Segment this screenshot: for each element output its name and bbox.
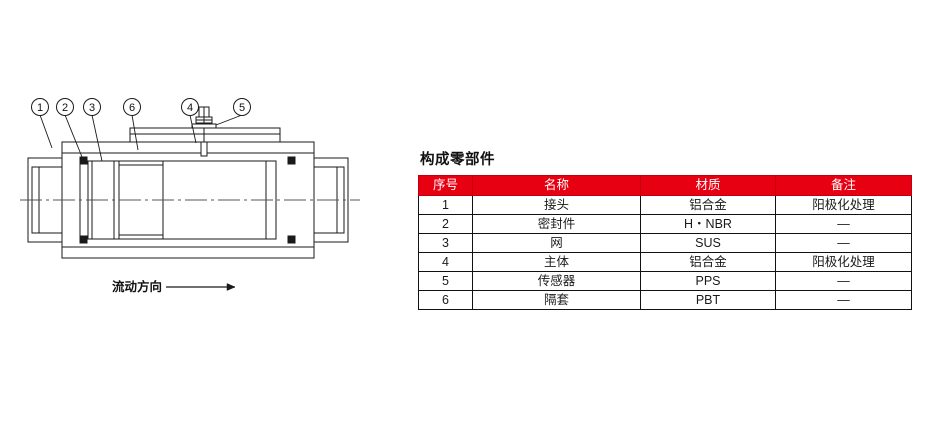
cell-no: 3 (418, 233, 473, 253)
gasket-top-right (287, 156, 296, 165)
column-header-note: 备注 (775, 175, 912, 196)
callout-label-4: 4 (187, 102, 193, 114)
cell-name: 接头 (472, 195, 641, 215)
leader-4 (189, 114, 197, 144)
gasket-bottom-left (79, 235, 88, 244)
table-row: 6 隔套 PBT — (418, 290, 912, 310)
column-header-name: 名称 (472, 175, 641, 196)
cell-no: 2 (418, 214, 473, 234)
cell-note: — (775, 214, 912, 234)
leader-6 (131, 114, 139, 151)
sensor-probe (200, 141, 208, 157)
callout-label-1: 1 (37, 102, 43, 114)
gasket-bottom-right (287, 235, 296, 244)
gasket-top-left (79, 156, 88, 165)
callout-circle-6 (123, 98, 141, 116)
cell-material: PPS (640, 271, 776, 291)
sensor-flange (191, 123, 217, 129)
table-row: 5 传感器 PPS — (418, 271, 912, 291)
cell-name: 传感器 (472, 271, 641, 291)
callout-circle-3 (83, 98, 101, 116)
cell-note: 阳极化处理 (775, 195, 912, 215)
parts-table: 序号 名称 材质 备注 1 接头 铝合金 阳极化处理 2 密封件 H・NBR — (418, 175, 912, 310)
table-header-row: 序号 名称 材质 备注 (418, 175, 912, 196)
leader-1 (39, 114, 53, 149)
cell-name: 隔套 (472, 290, 641, 310)
callout-label-6: 6 (129, 102, 135, 114)
table-row: 4 主体 铝合金 阳极化处理 (418, 252, 912, 272)
cell-note: — (775, 271, 912, 291)
callout-label-2: 2 (62, 102, 68, 114)
callout-label-3: 3 (89, 102, 95, 114)
leader-5 (215, 114, 243, 126)
callout-circle-5 (233, 98, 251, 116)
cell-material: H・NBR (640, 214, 776, 234)
cell-no: 1 (418, 195, 473, 215)
leader-2 (64, 114, 83, 158)
cell-no: 4 (418, 252, 473, 272)
flow-direction-arrow (166, 283, 236, 291)
cell-material: 铝合金 (640, 195, 776, 215)
callout-circle-1 (31, 98, 49, 116)
cell-no: 5 (418, 271, 473, 291)
parts-table-panel: 构成零部件 序号 名称 材质 备注 1 接头 铝合金 阳极化处理 (418, 148, 912, 310)
cell-material: 铝合金 (640, 252, 776, 272)
table-row: 2 密封件 H・NBR — (418, 214, 912, 234)
callout-label-5: 5 (239, 102, 245, 114)
cell-name: 网 (472, 233, 641, 253)
cell-no: 6 (418, 290, 473, 310)
flow-direction-label: 流动方向 (112, 279, 162, 294)
table-row: 3 网 SUS — (418, 233, 912, 253)
cell-name: 主体 (472, 252, 641, 272)
callout-leaders (39, 114, 243, 162)
cell-note: 阳极化处理 (775, 252, 912, 272)
table-row: 1 接头 铝合金 阳极化处理 (418, 195, 912, 215)
diagram-svg: 1 2 3 6 4 5 流动方向 (20, 98, 360, 294)
callout-group: 1 2 3 6 4 5 (31, 98, 251, 116)
parts-table-title: 构成零部件 (420, 152, 495, 168)
column-header-no: 序号 (418, 175, 473, 196)
cell-note: — (775, 233, 912, 253)
callout-circle-2 (56, 98, 74, 116)
cell-note: — (775, 290, 912, 310)
flow-sensor-cross-section-diagram: 1 2 3 6 4 5 流动方向 (20, 95, 400, 310)
cell-material: SUS (640, 233, 776, 253)
column-header-material: 材质 (640, 175, 776, 196)
cell-name: 密封件 (472, 214, 641, 234)
leader-3 (91, 114, 103, 162)
cell-material: PBT (640, 290, 776, 310)
sensor-mount-plate (129, 127, 281, 143)
callout-circle-4 (181, 98, 199, 116)
